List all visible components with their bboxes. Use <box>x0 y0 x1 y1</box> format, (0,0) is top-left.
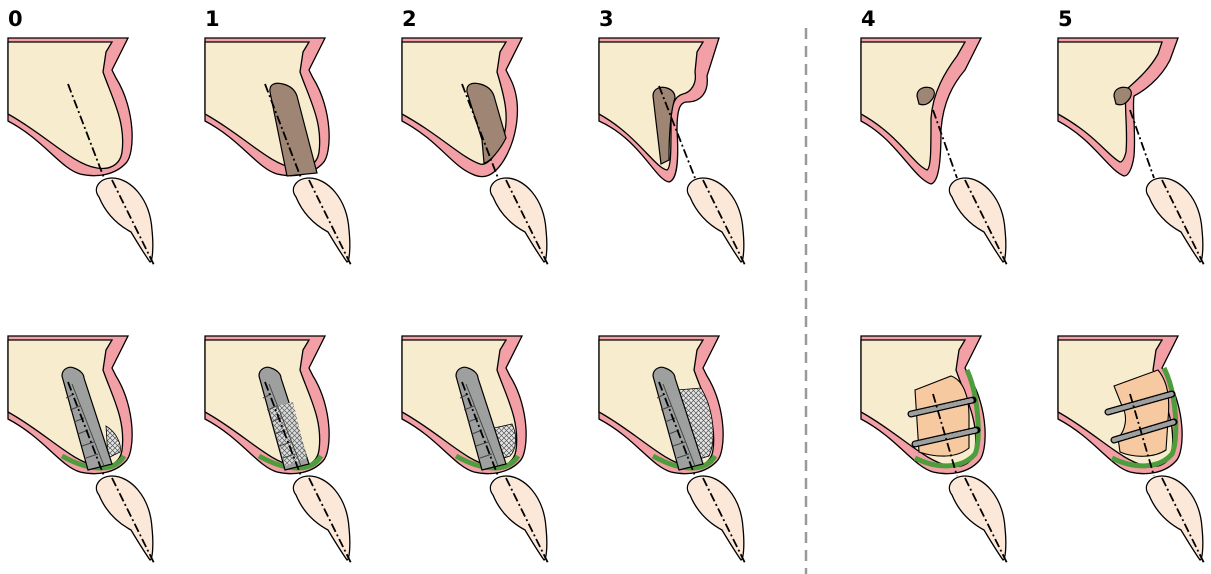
class-3-treatment <box>599 336 745 563</box>
class-4-label: 4 <box>861 7 876 31</box>
class-4-treatment <box>861 336 1007 563</box>
class-2-treatment <box>402 336 548 563</box>
class-4-defect <box>861 38 1007 265</box>
class-1-treatment <box>205 336 351 563</box>
class-5-defect <box>1058 38 1204 265</box>
class-0-label: 0 <box>8 7 23 31</box>
class-2-label: 2 <box>402 7 417 31</box>
class-1-label: 1 <box>205 7 220 31</box>
class-3-label: 3 <box>599 7 614 31</box>
class-3-defect <box>599 38 745 265</box>
class-5-treatment <box>1058 336 1204 563</box>
class-5-label: 5 <box>1058 7 1073 31</box>
class-0-defect <box>8 38 154 265</box>
class-2-defect <box>402 38 548 265</box>
class-0-treatment <box>8 336 154 563</box>
class-1-defect <box>205 38 351 265</box>
